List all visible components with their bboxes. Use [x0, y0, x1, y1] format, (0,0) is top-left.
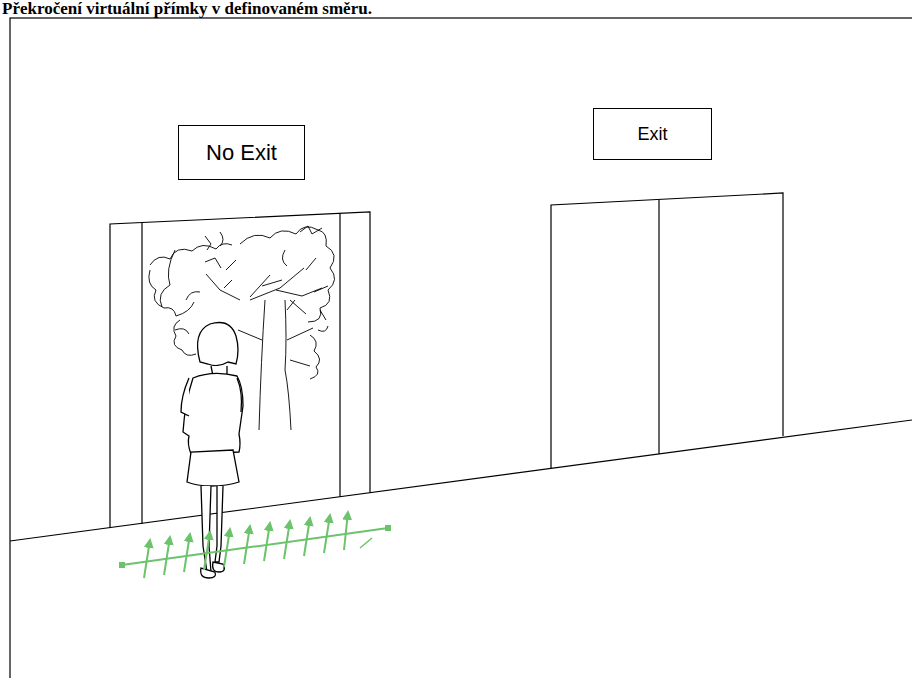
virtual-line: [119, 512, 391, 578]
sign-board: Exit: [593, 108, 712, 160]
sign-text: No Exit: [206, 140, 277, 166]
figure-title: Překročení virtuální přímky v definované…: [2, 0, 372, 18]
sign-board: No Exit: [178, 125, 305, 180]
exit-door: [551, 193, 783, 469]
tree-sketch: [149, 226, 335, 430]
glass-door: [110, 212, 370, 528]
sign-text: Exit: [637, 124, 667, 145]
person-figure: [181, 323, 243, 579]
floor-line: [10, 420, 912, 541]
frame: [10, 18, 912, 678]
